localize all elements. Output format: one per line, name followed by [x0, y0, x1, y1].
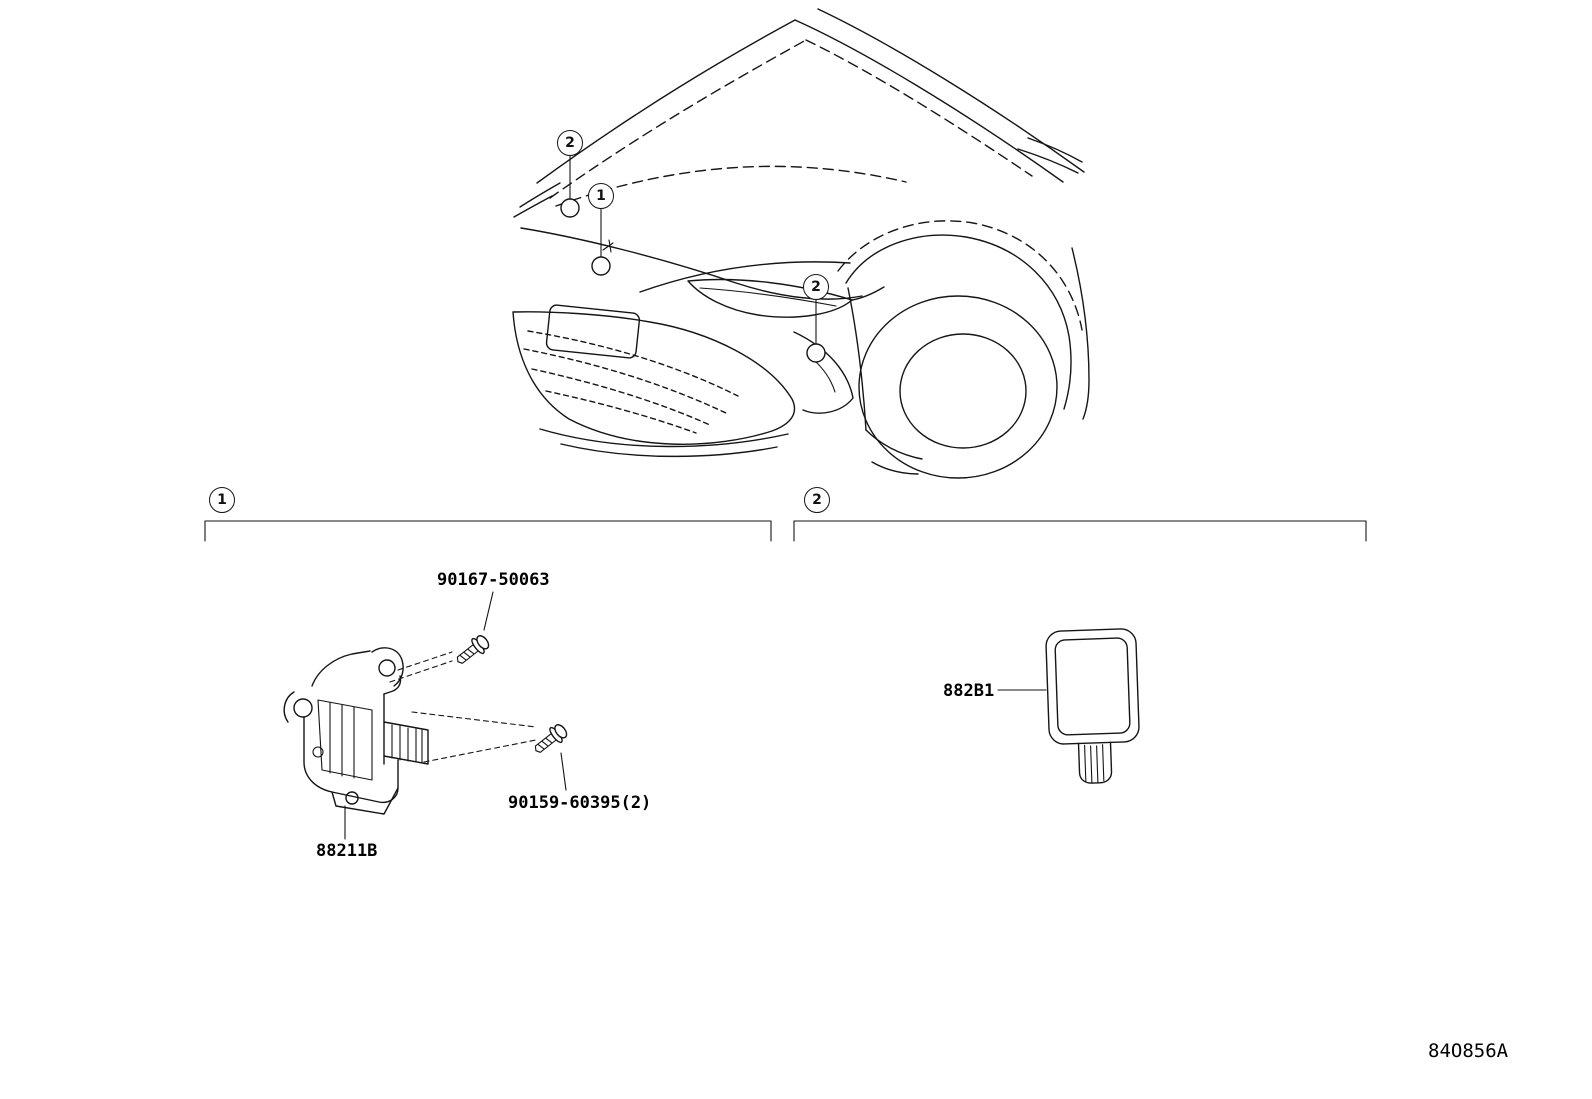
part-number-90167-50063[interactable]: 90167-50063 [437, 570, 550, 590]
car-callout-1-hood[interactable]: 1 [588, 183, 614, 209]
callout-label: 1 [217, 492, 227, 508]
callout-point-bumper [806, 343, 826, 363]
part-number-88211B[interactable]: 88211B [316, 841, 378, 861]
section-1-bracket [204, 520, 772, 542]
callout-label: 2 [812, 492, 822, 508]
callout-label: 2 [565, 135, 575, 151]
car-callout-2-cowl[interactable]: 2 [557, 130, 583, 156]
car-callout-2-bumper[interactable]: 2 [803, 274, 829, 300]
section-2-bracket [793, 520, 1367, 542]
screw-90159-icon [534, 724, 568, 753]
callout-point-cowl [560, 198, 580, 218]
label-leader-lines [344, 591, 1047, 840]
diagram-code: 84O856A [1428, 1040, 1509, 1062]
screw-90167-icon [456, 635, 490, 664]
part-number-882B1[interactable]: 882B1 [943, 681, 995, 701]
callout-point-hood [591, 256, 611, 276]
part-number-90159-60395[interactable]: 90159-60395(2) [508, 793, 652, 813]
assembly-dashed-lines [389, 651, 537, 763]
sensor-882B1-drawing [1045, 628, 1140, 784]
callout-label: 1 [596, 188, 606, 204]
section-1-callout[interactable]: 1 [209, 487, 235, 513]
section-2-callout[interactable]: 2 [804, 487, 830, 513]
callout-label: 2 [811, 279, 821, 295]
section-brackets [204, 520, 1367, 542]
module-88211B-drawing [283, 647, 429, 815]
car-front-drawing [512, 8, 1090, 479]
callout-links [560, 155, 826, 363]
